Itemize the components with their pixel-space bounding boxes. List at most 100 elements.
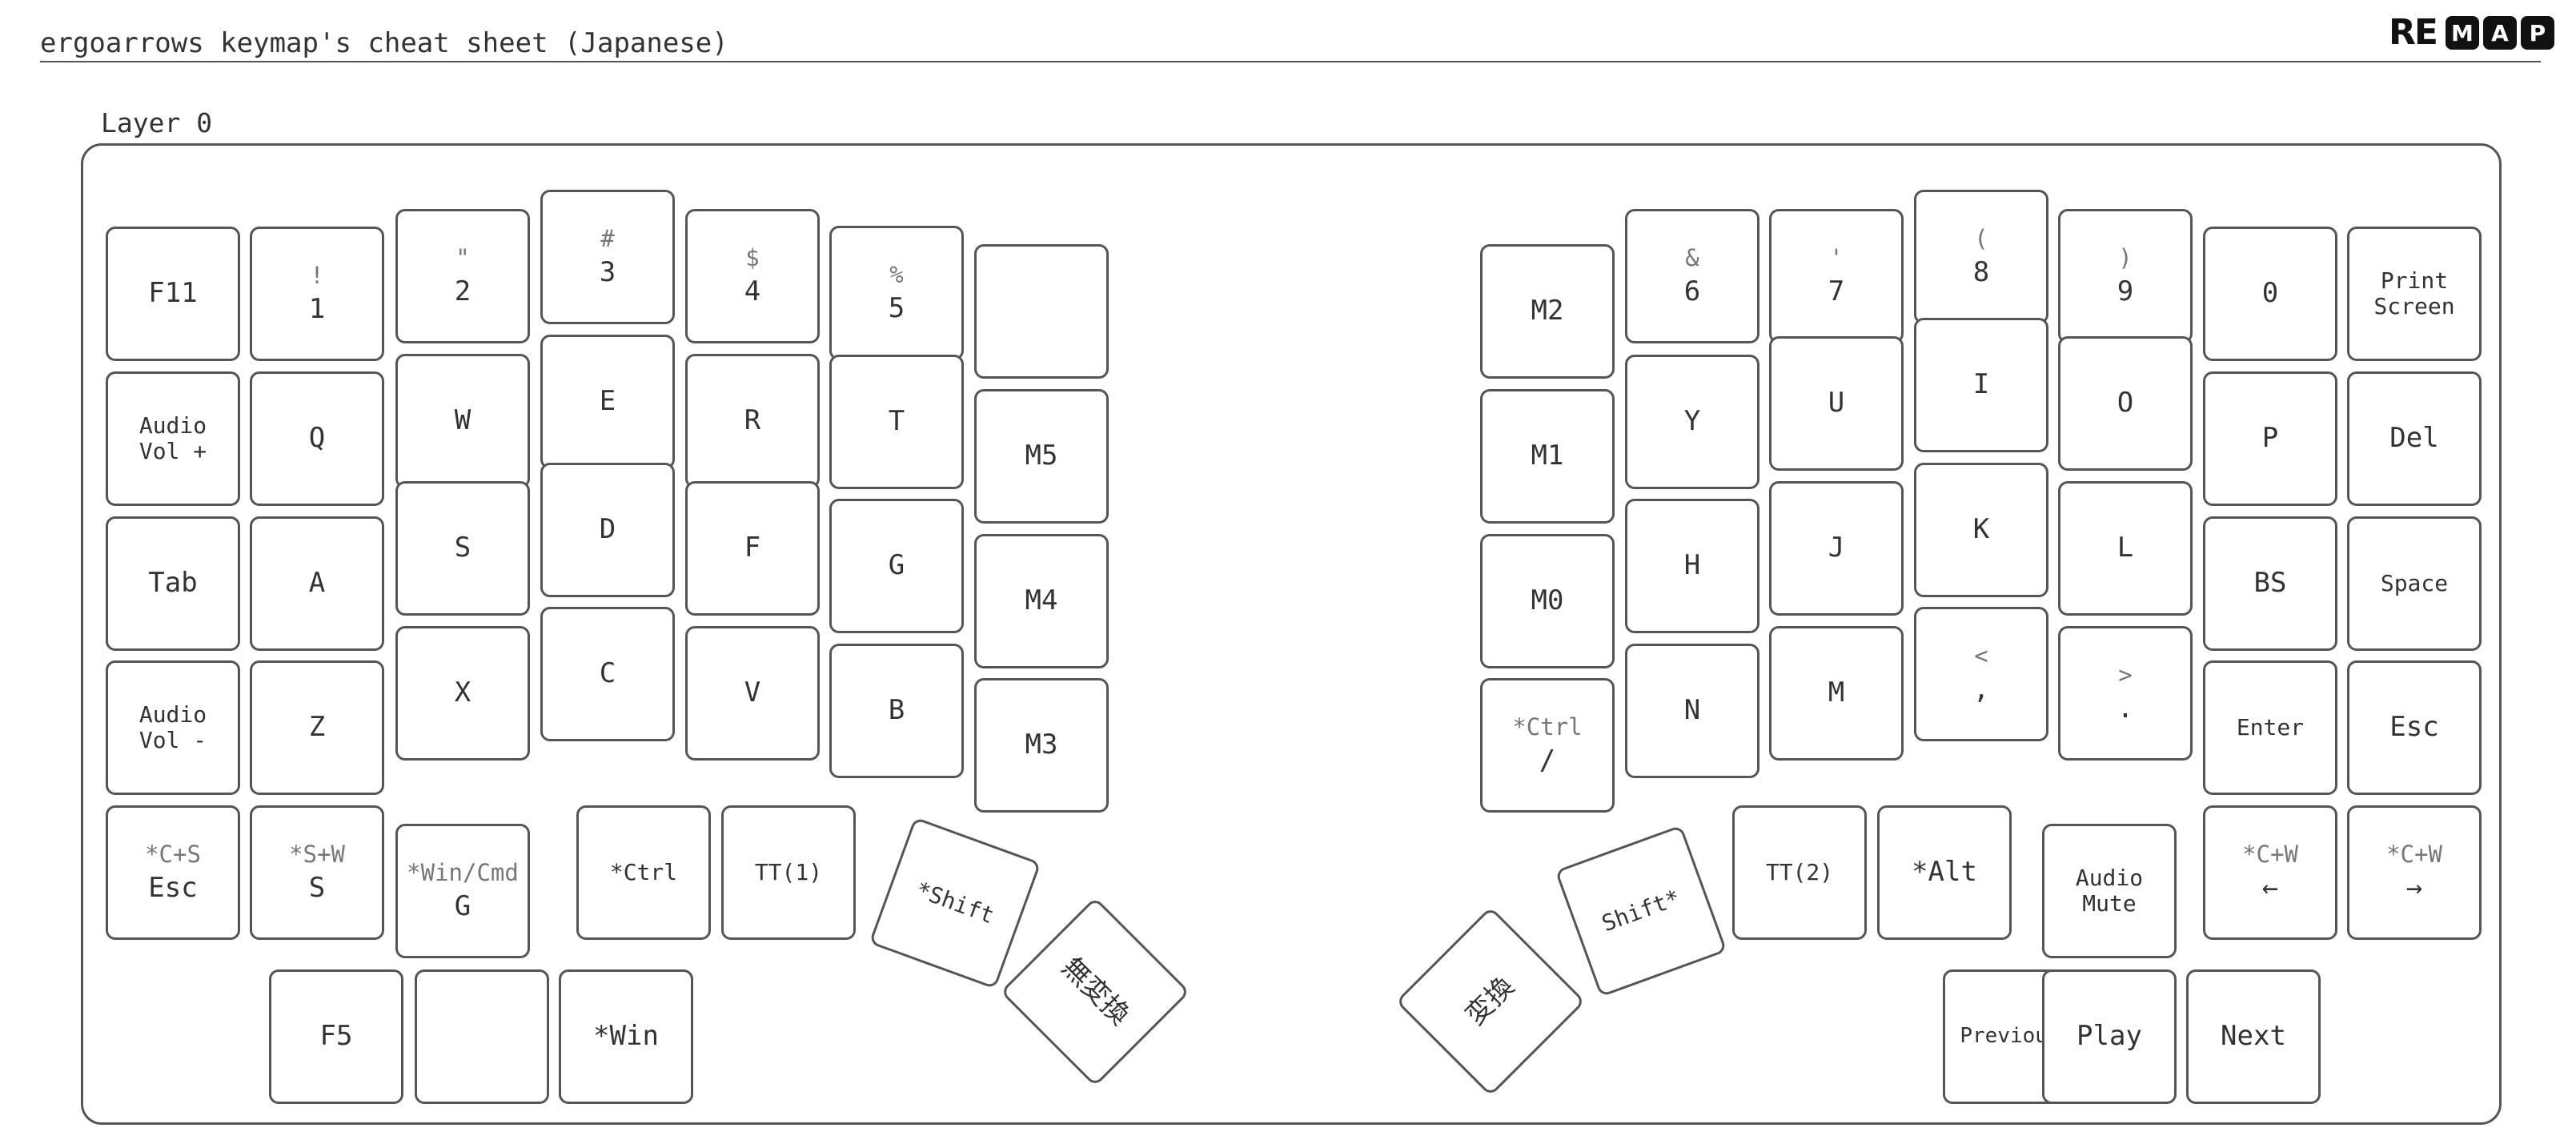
key-right-bs[interactable]: BS [2203,516,2337,651]
key-right-period[interactable]: >. [2058,626,2193,761]
key-left-x[interactable]: X [395,626,530,761]
key-legend: 5 [888,292,905,325]
remap-logo[interactable]: RE M A P [2389,13,2554,53]
key-left-r[interactable]: R [685,354,820,488]
key-right-comma[interactable]: <, [1914,607,2048,741]
key-left-blank-top[interactable] [974,244,1109,379]
key-legend: U [1828,387,1845,419]
key-right-k[interactable]: K [1914,463,2048,597]
key-left-ctrl[interactable]: *Ctrl [576,805,711,940]
key-right-play[interactable]: Play [2042,969,2177,1104]
key-right-cw-right[interactable]: *C+W→ [2347,805,2482,940]
key-left-f[interactable]: F [685,481,820,616]
key-right-o[interactable]: O [2058,336,2193,471]
key-shift-legend: > [2118,660,2133,688]
key-legend: . [2117,692,2134,725]
key-right-next[interactable]: Next [2186,969,2321,1104]
key-left-a[interactable]: A [250,516,384,651]
key-right-ctrl-slash[interactable]: *Ctrl/ [1480,678,1615,813]
key-left-tt1[interactable]: TT(1) [721,805,856,940]
key-right-8[interactable]: (8 [1914,190,2048,324]
key-legend: R [744,404,761,437]
key-left-q[interactable]: Q [250,371,384,506]
key-left-v[interactable]: V [685,626,820,761]
key-left-m5[interactable]: M5 [974,389,1109,524]
key-right-esc[interactable]: Esc [2347,660,2482,795]
key-legend: Space [2380,569,2449,596]
key-legend: 3 [599,256,616,289]
key-left-sws[interactable]: *S+W S [250,805,384,940]
key-left-w[interactable]: W [395,354,530,488]
key-left-s[interactable]: S [395,481,530,616]
key-right-h[interactable]: H [1625,499,1759,633]
key-legend: *Alt [1912,856,1977,889]
key-legend: T [888,405,905,438]
key-right-j[interactable]: J [1769,481,1904,616]
key-right-space[interactable]: Space [2347,516,2482,651]
key-legend: *Win [593,1020,659,1053]
key-shift-legend: *S+W [289,840,345,868]
key-legend: Tab [148,567,198,600]
key-legend: 0 [2261,277,2279,310]
layer-label: Layer 0 [101,107,213,138]
key-left-4[interactable]: $4 [685,209,820,343]
key-left-c[interactable]: C [540,607,675,741]
key-legend: BS [2253,567,2287,600]
key-left-5[interactable]: %5 [829,226,964,360]
key-left-3[interactable]: #3 [540,190,675,324]
key-left-z[interactable]: Z [250,660,384,795]
key-right-del[interactable]: Del [2347,371,2482,506]
key-legend: G [888,549,905,582]
key-left-tab[interactable]: Tab [106,516,240,651]
key-right-9[interactable]: )9 [2058,209,2193,343]
key-right-m1[interactable]: M1 [1480,389,1615,524]
key-right-7[interactable]: '7 [1769,209,1904,343]
key-left-f5[interactable]: F5 [269,969,403,1104]
key-right-tt2[interactable]: TT(2) [1732,805,1867,940]
key-right-l[interactable]: L [2058,481,2193,616]
key-left-t[interactable]: T [829,355,964,489]
key-right-m2[interactable]: M2 [1480,244,1615,379]
key-legend: , [1972,673,1990,706]
key-legend: 6 [1683,275,1701,308]
key-right-6[interactable]: &6 [1625,209,1759,343]
key-right-enter[interactable]: Enter [2203,660,2337,795]
key-left-win[interactable]: *Win [559,969,693,1104]
key-left-1[interactable]: !1 [250,227,384,361]
key-right-i[interactable]: I [1914,318,2048,452]
key-right-m[interactable]: M [1769,626,1904,761]
key-left-2[interactable]: "2 [395,209,530,343]
key-right-cw-left[interactable]: *C+W← [2203,805,2337,940]
key-left-g[interactable]: G [829,499,964,633]
key-left-d[interactable]: D [540,463,675,597]
key-shift-legend: < [1974,641,1988,669]
page-title: ergoarrows keymap's cheat sheet (Japanes… [40,27,728,59]
key-left-m3[interactable]: M3 [974,678,1109,813]
logo-block-p: P [2520,16,2554,50]
key-left-blank-bottom[interactable] [415,969,549,1104]
key-right-p[interactable]: P [2203,371,2337,506]
key-legend: *Shift [913,876,998,929]
key-left-b[interactable]: B [829,644,964,778]
key-right-y[interactable]: Y [1625,355,1759,489]
key-left-f11[interactable]: F11 [106,227,240,361]
key-right-n[interactable]: N [1625,644,1759,778]
key-right-m0[interactable]: M0 [1480,534,1615,668]
key-right-alt[interactable]: *Alt [1877,805,2012,940]
key-shift-legend: *Ctrl [1512,712,1583,741]
key-left-e[interactable]: E [540,335,675,469]
key-legend: M4 [1025,584,1058,617]
key-right-0[interactable]: 0 [2203,227,2337,361]
key-legend: V [744,676,761,709]
key-right-u[interactable]: U [1769,336,1904,471]
key-left-m4[interactable]: M4 [974,534,1109,668]
key-legend: S [308,872,326,905]
